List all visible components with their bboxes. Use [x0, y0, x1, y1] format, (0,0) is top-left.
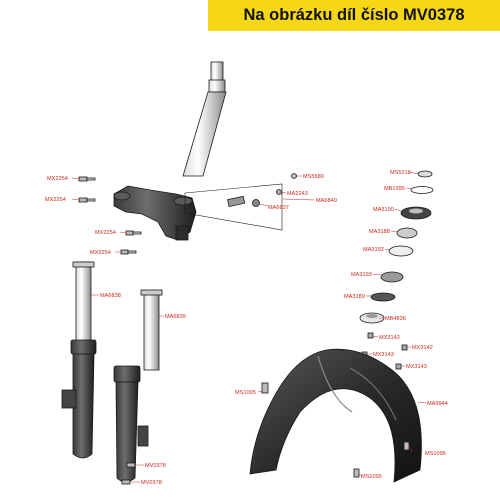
right-fork-inner-tube: [143, 291, 160, 371]
label-ma3193: MA3193: [351, 272, 372, 278]
bearing-cup: [388, 245, 414, 257]
label-mx3142: MX3142: [412, 345, 433, 351]
small-bracket-part: [227, 189, 282, 208]
left-fork-leg: [61, 261, 97, 459]
left-fork-caliper-mount: [61, 389, 77, 409]
clamp-right-bore: [173, 196, 193, 206]
bearing-stack: [359, 170, 434, 324]
label-mv0378: MV0378: [145, 463, 166, 469]
label-mb4836: MB4836: [385, 316, 406, 322]
bolt-4: [120, 249, 137, 255]
triple-clamp: [113, 185, 197, 241]
clamp-lower-stem: [175, 225, 189, 241]
left-fork-slider: [72, 353, 95, 459]
label-ma9944: MA9944: [427, 401, 448, 407]
right-fork-seal: [113, 365, 141, 383]
part-labels: MX2254 MX2254 MX2254 MX2254 MS5580 MA224…: [45, 170, 448, 486]
label-ma3190: MA3190: [373, 207, 394, 213]
bolt-mv0378-1: [126, 462, 136, 468]
label-mx3142: MX3142: [379, 335, 400, 341]
detail-callout-box: [184, 183, 283, 231]
clamp-left-bore: [113, 191, 131, 201]
screw-ms1095-2: [353, 468, 360, 478]
stem-collar: [208, 79, 226, 93]
screw-ms1095-1: [261, 382, 269, 394]
label-mx3143: MX3143: [406, 364, 427, 370]
label-mv0378: MV0378: [141, 480, 162, 486]
right-fork-leg: [113, 289, 163, 483]
label-mx2254: MX2254: [90, 250, 111, 256]
steering-stem: [182, 61, 227, 177]
front-fender: [249, 348, 422, 483]
fender-body: [249, 348, 422, 483]
stem-tube: [182, 91, 227, 177]
right-fork-mount: [137, 425, 149, 447]
label-ma6838: MA6838: [100, 293, 121, 299]
label-ma6839: MA6839: [165, 314, 186, 320]
screw-ms1095-3: [403, 441, 410, 451]
clip-mx3142-2: [401, 344, 408, 351]
label-mb1395: MB1395: [384, 186, 405, 192]
label-ma3188: MA3188: [369, 229, 390, 235]
part-number-banner: Na obrázku díl číslo MV0378: [208, 0, 500, 31]
label-mx2254: MX2254: [45, 197, 66, 203]
bolt-1: [78, 176, 96, 182]
label-ms5216: MS5216: [390, 170, 411, 176]
bolt-3: [125, 230, 142, 236]
clamp-bolts: [78, 176, 142, 255]
bolt-2: [78, 197, 96, 203]
lock-washer: [410, 186, 434, 194]
label-ma2243: MA2243: [287, 191, 308, 197]
label-ma6840: MA6840: [316, 198, 337, 204]
banner-text: Na obrázku díl číslo MV0378: [243, 6, 465, 24]
label-mx2254: MX2254: [95, 230, 116, 236]
label-ms1095: MS1095: [361, 474, 382, 480]
top-nut: [417, 170, 433, 178]
small-screw: [276, 189, 282, 195]
label-mx2254: MX2254: [47, 176, 68, 182]
label-ms1095: MS1095: [235, 390, 256, 396]
leader-lines: [71, 171, 427, 483]
upper-bearing: [396, 227, 418, 239]
label-ms1095: MS1095: [425, 451, 446, 457]
lower-bearing: [380, 271, 404, 283]
washer-ms5580: [291, 173, 297, 179]
lower-race: [370, 292, 396, 302]
clip-mx3143-2: [395, 363, 402, 370]
label-ma3189: MA3189: [344, 294, 365, 300]
stem-top-thread: [210, 61, 224, 83]
left-fork-inner-tube: [75, 261, 92, 345]
label-ms5580: MS5580: [303, 174, 324, 180]
bolt-mv0378-2: [121, 479, 131, 485]
label-ma6837: MA6837: [268, 205, 289, 211]
clip-mx3142-1: [367, 332, 374, 339]
label-mx3143: MX3143: [373, 352, 394, 358]
left-fork-seal: [70, 339, 97, 355]
label-ma3192: MA3192: [363, 247, 384, 253]
